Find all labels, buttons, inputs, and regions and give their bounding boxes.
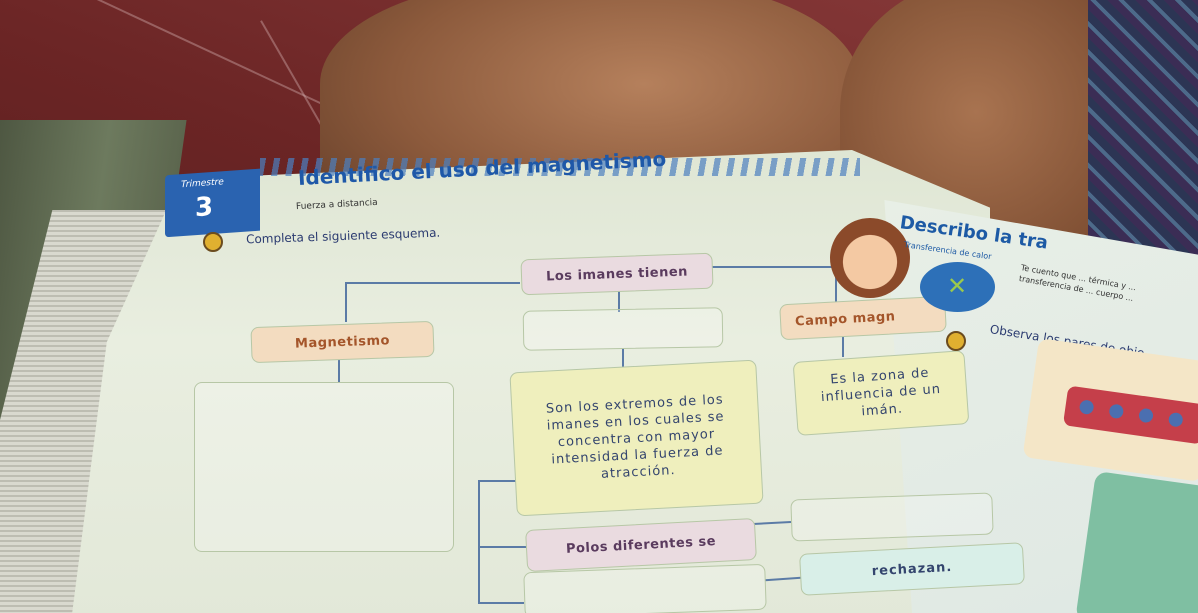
connector-line <box>478 546 526 548</box>
root-node-label: Los imanes tienen <box>545 264 689 284</box>
connector-line <box>345 282 347 322</box>
answer-box-bottom[interactable] <box>523 563 767 613</box>
campo-definition-text: Es la zona de influencia de un imán. <box>820 365 942 419</box>
connector-line <box>478 480 520 482</box>
trimestre-number: 3 <box>195 191 214 224</box>
answer-box-middle[interactable] <box>522 307 724 351</box>
connector-line <box>618 290 620 312</box>
decorative-border <box>260 158 860 176</box>
polos-prompt-text: Polos diferentes se <box>565 533 717 557</box>
answer-box-polos[interactable] <box>790 492 994 542</box>
connector-line <box>622 348 624 370</box>
campo-definition-box: Es la zona de influencia de un imán. <box>792 350 970 436</box>
pencil-icon <box>203 232 223 252</box>
girl-illustration <box>830 218 910 298</box>
pencil-icon <box>946 331 966 351</box>
connector-line <box>712 266 837 268</box>
connector-line <box>478 480 480 604</box>
polos-definition-text: Son los extremos de los imanes en los cu… <box>545 391 725 482</box>
connector-line <box>835 266 837 302</box>
connector-line <box>338 358 340 382</box>
connector-line <box>478 602 524 604</box>
magnetismo-node: Magnetismo <box>250 320 435 364</box>
trimestre-tab: Trimestre 3 <box>165 168 260 238</box>
burner-icon <box>1078 399 1095 416</box>
trimestre-label: Trimestre <box>181 177 224 191</box>
hand-illustration-card <box>1075 470 1198 613</box>
bullet-icon <box>920 262 995 312</box>
burner-icon <box>1167 411 1184 428</box>
root-node: Los imanes tienen <box>520 252 714 296</box>
polos-definition-box: Son los extremos de los imanes en los cu… <box>509 359 764 517</box>
rechazan-text: rechazan. <box>871 559 953 579</box>
magnetismo-label: Magnetismo <box>294 332 391 352</box>
connector-line <box>842 335 844 357</box>
burner-icon <box>1108 403 1125 420</box>
campo-label: Campo magn <box>794 308 896 330</box>
burner-icon <box>1138 407 1154 424</box>
connector-line <box>345 282 520 284</box>
answer-box-large[interactable] <box>194 382 454 552</box>
